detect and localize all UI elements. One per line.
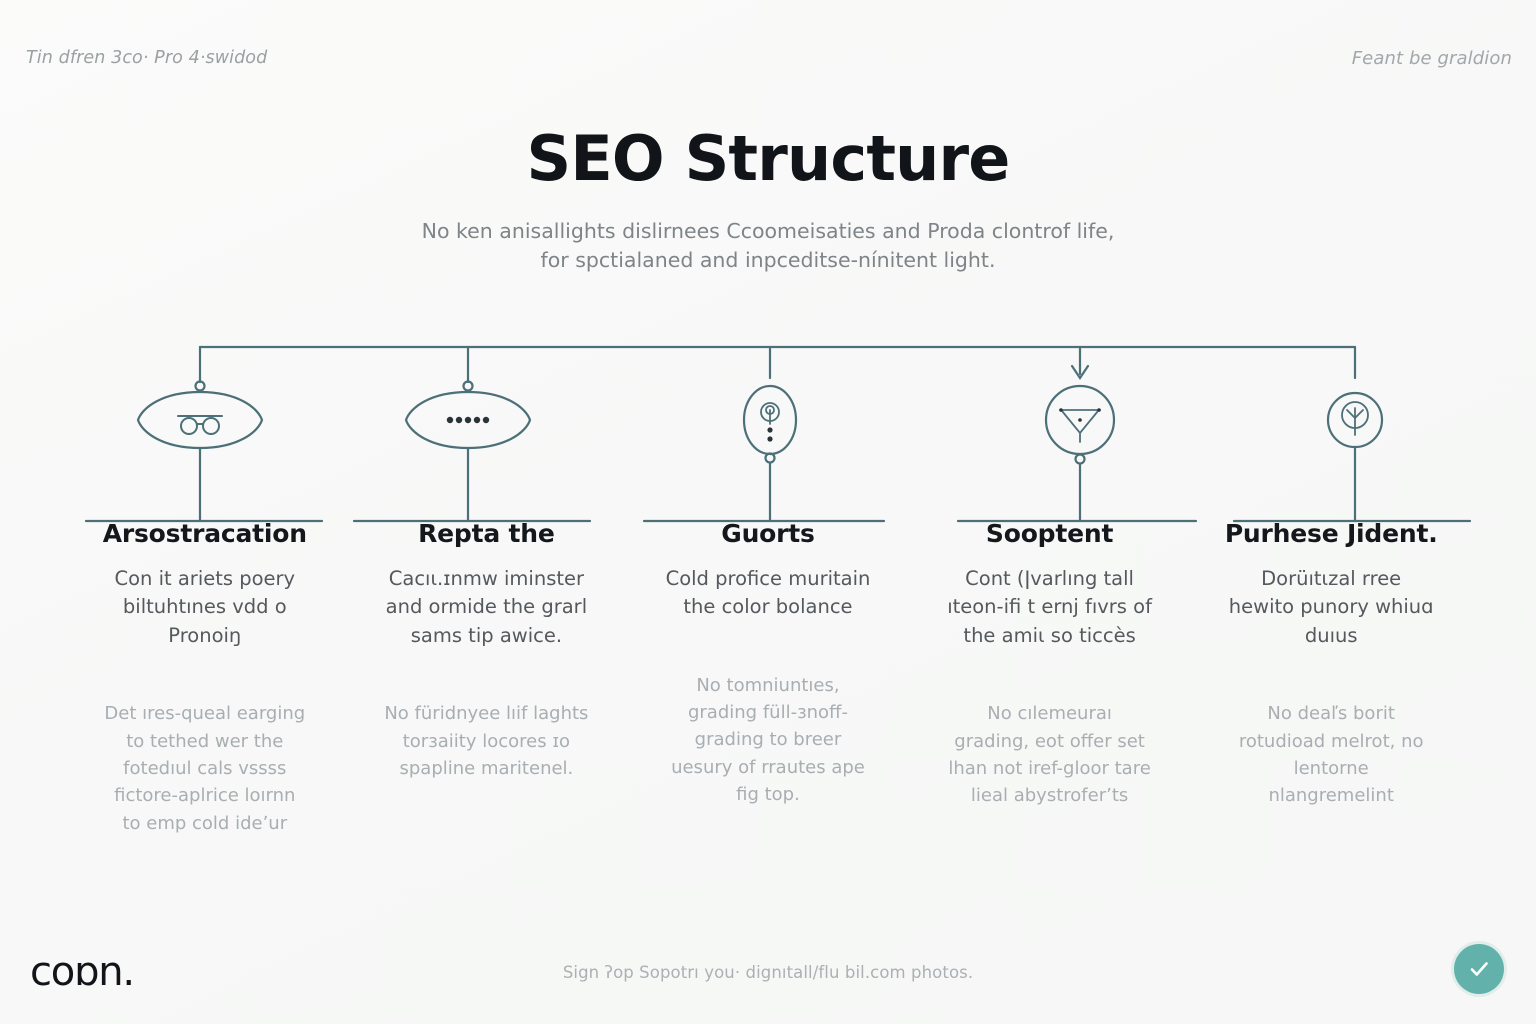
- column-note: No tomniuntıes, grading füll-ɜnoff-gradi…: [671, 674, 865, 806]
- header-meta-row: Tin dfren 3co· Pro 4·swidod Feant be gra…: [0, 40, 1536, 76]
- dots-icon: [446, 416, 490, 424]
- brand-logo: coɒn.: [30, 949, 135, 995]
- check-icon: [1470, 962, 1488, 976]
- node-glasses: [136, 390, 264, 450]
- column-2: Repta the Cacıɩ.ɪnmw iminster and ormide…: [346, 519, 628, 837]
- connector-ring-2: [462, 380, 474, 392]
- column-heading: Purhese Jident.: [1224, 519, 1438, 548]
- node-funnel: [1044, 384, 1116, 456]
- column-body: Cacıɩ.ɪnmw iminster and ormide the grarl…: [385, 566, 588, 647]
- subtitle-line-2: for spctialaned and inpceditse-nínitent …: [540, 248, 996, 273]
- column-4: Sooptent Cont (ǀvarlıng tall ıteon-ifi t…: [909, 519, 1191, 837]
- subtitle-line-1: No ken anisallights dislirnees Ccoomeisa…: [421, 219, 1115, 244]
- node-dots: [404, 390, 532, 450]
- connector-ring-1: [194, 380, 206, 392]
- tree-icon: [1341, 401, 1369, 436]
- node-shape-5: [1326, 391, 1384, 449]
- column-heading: Sooptent: [985, 519, 1114, 548]
- glasses-icon: [177, 415, 223, 435]
- connector-ring-3: [764, 452, 776, 464]
- column-body: Con it ariets poery biltuhtınes vdd o Pr…: [114, 566, 296, 647]
- node-shape-4: [1044, 384, 1116, 456]
- column-note: Det ıres-queal earging to tethed wer the…: [104, 703, 306, 834]
- header-meta-left: Tin dfren 3co· Pro 4·swidod: [26, 48, 268, 68]
- node-bulb: [742, 384, 798, 456]
- column-1: Arsostracation Con it ariets poery biltu…: [64, 519, 346, 837]
- bulb-icon: [760, 402, 780, 425]
- title-block: SEO Structure No ken anisallights dislir…: [0, 126, 1536, 275]
- status-badge[interactable]: [1454, 944, 1504, 994]
- connector-ring-4: [1074, 453, 1086, 465]
- connector-diagram: [84, 345, 1472, 523]
- column-5: Purhese Jident. Dorüıtɩzal rree hewito p…: [1190, 519, 1472, 837]
- column-note: No cılemeuraı grading, eot offer set lha…: [948, 703, 1151, 807]
- footer-note: Sign ʔop Sopotrı you· dignıtall/flu bil.…: [562, 963, 974, 982]
- column-heading: Arsostracation: [102, 519, 307, 548]
- column-heading: Repta the: [418, 519, 555, 548]
- column-note: No füridnyee lıif laghts torɜaiity locor…: [384, 703, 589, 779]
- column-body: Cont (ǀvarlıng tall ıteon-ifi t ernj fıv…: [947, 566, 1152, 647]
- column-grid: Arsostracation Con it ariets poery biltu…: [64, 519, 1472, 837]
- column-note: No deaľs borit rotudioad melrot, no lent…: [1238, 703, 1424, 807]
- column-body: Cold profice muritain the color bolance: [665, 566, 871, 619]
- page-subtitle: No ken anisallights dislirnees Ccoomeisa…: [408, 217, 1128, 275]
- node-tree: [1326, 391, 1384, 449]
- funnel-icon: [1059, 408, 1101, 443]
- page-title: SEO Structure: [526, 122, 1010, 195]
- arrowhead-icon: [1070, 364, 1090, 380]
- node-shape-3: [742, 384, 798, 456]
- header-meta-right: Feant be graldion: [1351, 47, 1512, 69]
- column-heading: Guorts: [721, 519, 815, 548]
- column-3: Guorts Cold profice muritain the color b…: [627, 519, 909, 837]
- node-shape-2: [404, 390, 532, 450]
- node-shape-1: [136, 390, 264, 450]
- column-body: Dorüıtɩzal rree hewito punory whiuɑ duıu…: [1228, 566, 1434, 647]
